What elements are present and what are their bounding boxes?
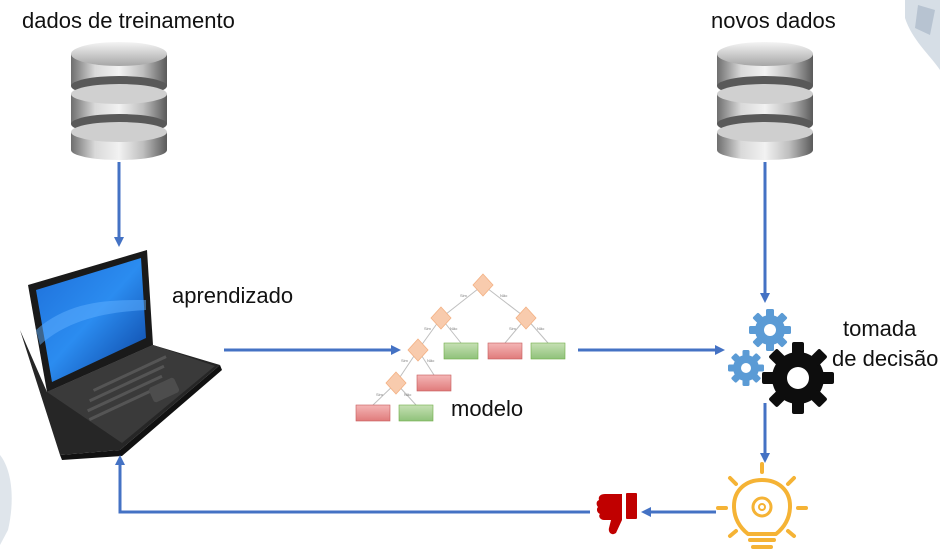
tree-node [515, 306, 537, 330]
branch-label-no: Não [500, 293, 508, 298]
arrow-feedback-to-laptop [115, 455, 590, 514]
tree-leaf-yes [398, 404, 434, 422]
learning-label: aprendizado [172, 283, 294, 308]
branch-label-yes: Sim [424, 326, 432, 331]
tree-leaf-yes [443, 342, 479, 360]
new-data-label: novos dados [711, 8, 836, 33]
branch-label-yes: Sim [376, 392, 384, 397]
corner-ornament-top-right [905, 0, 940, 70]
training-database-icon [71, 42, 167, 160]
branch-label-yes: Sim [460, 293, 468, 298]
tree-node [407, 338, 429, 362]
branch-label-yes: Sim [509, 326, 517, 331]
new-database-icon [717, 42, 813, 160]
branch-label-no: Não [427, 358, 435, 363]
tree-node [385, 371, 407, 395]
branch-label-yes: Sim [401, 358, 409, 363]
decision-label-line1: tomada [843, 316, 917, 341]
lightbulb-icon [716, 462, 808, 549]
thumbs-down-icon [596, 493, 637, 535]
branch-label-no: Não [404, 392, 412, 397]
tree-node [472, 273, 494, 297]
branch-label-no: Não [537, 326, 545, 331]
tree-node [430, 306, 452, 330]
training-data-label: dados de treinamento [22, 8, 235, 33]
tree-leaf-no [416, 374, 452, 392]
tree-leaf-yes [530, 342, 566, 360]
laptop-icon [20, 250, 222, 460]
gears-icon [728, 309, 834, 414]
model-label: modelo [451, 396, 524, 421]
tree-leaf-no [487, 342, 523, 360]
corner-ornament-bottom-left [0, 455, 12, 545]
decision-label-line2: de decisão [832, 346, 939, 371]
branch-label-no: Não [450, 326, 458, 331]
tree-leaf-no [355, 404, 391, 422]
decision-tree-model: Sim Não Sim Não Sim Não Sim Não Sim Não [355, 273, 566, 422]
